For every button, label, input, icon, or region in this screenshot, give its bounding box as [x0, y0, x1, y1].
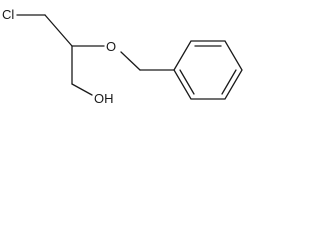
bond-ch2-ch — [44, 14, 73, 47]
bond-o-benzyl-ch2 — [120, 51, 141, 71]
benzene-ring-outline — [173, 40, 243, 100]
benzene-ring — [173, 40, 243, 100]
ether-oxygen-label: O — [106, 39, 116, 54]
bond-ch2-oh — [71, 83, 93, 96]
bonds — [16, 14, 175, 96]
ring-double-bond-3 — [179, 69, 195, 95]
hydroxyl-label: OH — [94, 91, 114, 106]
chlorine-label: Cl — [2, 7, 14, 22]
ring-double-bond-2 — [221, 69, 237, 95]
chemical-structure: Cl O OH — [2, 7, 243, 106]
